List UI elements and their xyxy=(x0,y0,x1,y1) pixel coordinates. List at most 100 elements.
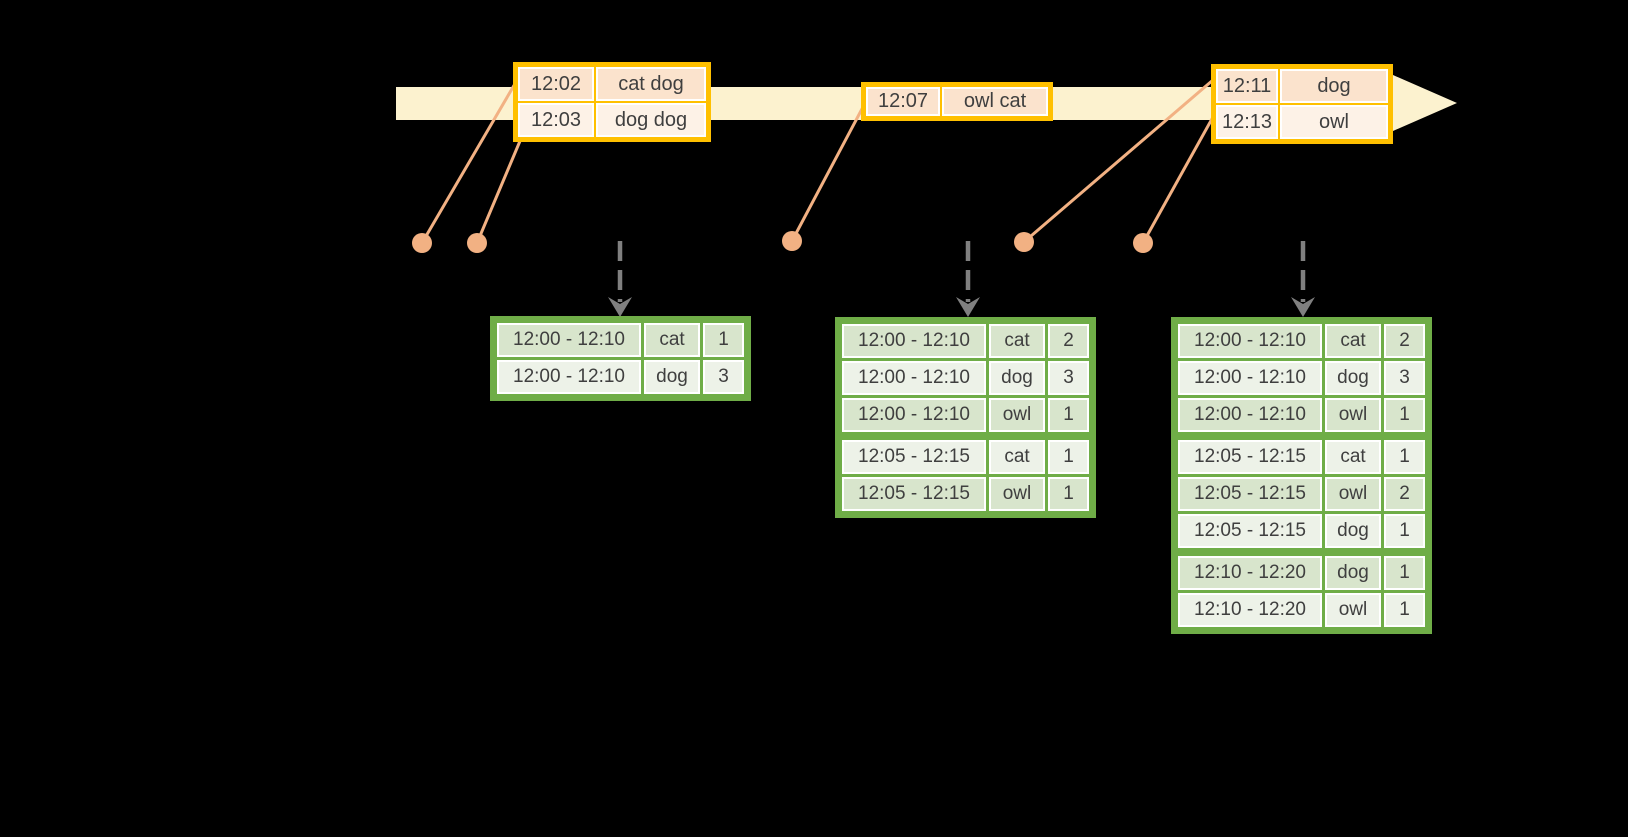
word-cell: cat xyxy=(1325,324,1381,358)
event-dot-4 xyxy=(1014,232,1034,252)
word-cell: cat xyxy=(989,440,1045,474)
event-time-cell: 12:13 xyxy=(1216,105,1278,139)
connector-line-5 xyxy=(1141,116,1215,244)
count-cell: 2 xyxy=(1384,324,1425,358)
count-cell: 2 xyxy=(1384,477,1425,511)
trigger-arrowhead-icon xyxy=(1291,297,1315,317)
count-cell: 2 xyxy=(1048,324,1089,358)
event-dot-3 xyxy=(782,231,802,251)
count-cell: 1 xyxy=(703,323,744,357)
word-cell: cat xyxy=(1325,440,1381,474)
window-group-separator-bar xyxy=(1178,435,1425,437)
event-words-cell: dog dog xyxy=(596,103,706,137)
window-cell: 12:00 - 12:10 xyxy=(1178,398,1322,432)
word-cell: owl xyxy=(989,398,1045,432)
window-group-separator-bar xyxy=(842,435,1089,437)
connector-line-4 xyxy=(1023,78,1214,244)
window-group-separator xyxy=(842,435,1089,437)
event-dots xyxy=(412,231,1153,253)
window-cell: 12:00 - 12:10 xyxy=(497,360,641,394)
event-time-cell: 12:02 xyxy=(518,67,594,101)
trigger-arrows xyxy=(608,241,1315,317)
word-cell: dog xyxy=(1325,361,1381,395)
window-group-separator-bar xyxy=(1178,551,1425,553)
connector-line-2 xyxy=(475,140,522,244)
count-cell: 1 xyxy=(1384,593,1425,627)
window-group-separator xyxy=(1178,551,1425,553)
connector-line-3 xyxy=(790,106,865,242)
event-time-cell: 12:03 xyxy=(518,103,594,137)
window-cell: 12:00 - 12:10 xyxy=(842,324,986,358)
count-cell: 3 xyxy=(1048,361,1089,395)
event-words-cell: owl xyxy=(1280,105,1388,139)
word-cell: owl xyxy=(989,477,1045,511)
window-cell: 12:00 - 12:10 xyxy=(1178,361,1322,395)
count-cell: 1 xyxy=(1384,556,1425,590)
word-cell: dog xyxy=(1325,514,1381,548)
window-cell: 12:05 - 12:15 xyxy=(1178,477,1322,511)
event-words-cell: owl cat xyxy=(942,87,1048,116)
trigger-arrowhead-icon xyxy=(608,297,632,317)
trigger-arrow-2 xyxy=(956,241,980,317)
event-words-cell: dog xyxy=(1280,69,1388,103)
event-dot-1 xyxy=(412,233,432,253)
count-cell: 1 xyxy=(1048,398,1089,432)
event-dot-2 xyxy=(467,233,487,253)
word-cell: owl xyxy=(1325,593,1381,627)
count-cell: 1 xyxy=(1048,440,1089,474)
window-group-separator xyxy=(1178,435,1425,437)
event-dot-5 xyxy=(1133,233,1153,253)
trigger-arrow-1 xyxy=(608,241,632,317)
window-cell: 12:00 - 12:10 xyxy=(497,323,641,357)
event-connectors xyxy=(420,78,1215,244)
window-cell: 12:00 - 12:10 xyxy=(1178,324,1322,358)
window-cell: 12:05 - 12:15 xyxy=(842,477,986,511)
count-cell: 1 xyxy=(1384,440,1425,474)
count-cell: 3 xyxy=(1384,361,1425,395)
window-cell: 12:00 - 12:10 xyxy=(842,398,986,432)
window-cell: 12:10 - 12:20 xyxy=(1178,556,1322,590)
event-time-cell: 12:11 xyxy=(1216,69,1278,103)
window-cell: 12:05 - 12:15 xyxy=(842,440,986,474)
word-cell: dog xyxy=(1325,556,1381,590)
event-time-cell: 12:07 xyxy=(866,87,940,116)
word-cell: dog xyxy=(989,361,1045,395)
count-cell: 1 xyxy=(1384,514,1425,548)
trigger-arrowhead-icon xyxy=(956,297,980,317)
connector-line-1 xyxy=(420,81,518,244)
event-words-cell: cat dog xyxy=(596,67,706,101)
trigger-arrow-3 xyxy=(1291,241,1315,317)
window-cell: 12:05 - 12:15 xyxy=(1178,514,1322,548)
window-cell: 12:00 - 12:10 xyxy=(842,361,986,395)
word-cell: cat xyxy=(644,323,700,357)
count-cell: 1 xyxy=(1384,398,1425,432)
timeline-arrowhead-icon xyxy=(1393,75,1457,131)
word-cell: dog xyxy=(644,360,700,394)
